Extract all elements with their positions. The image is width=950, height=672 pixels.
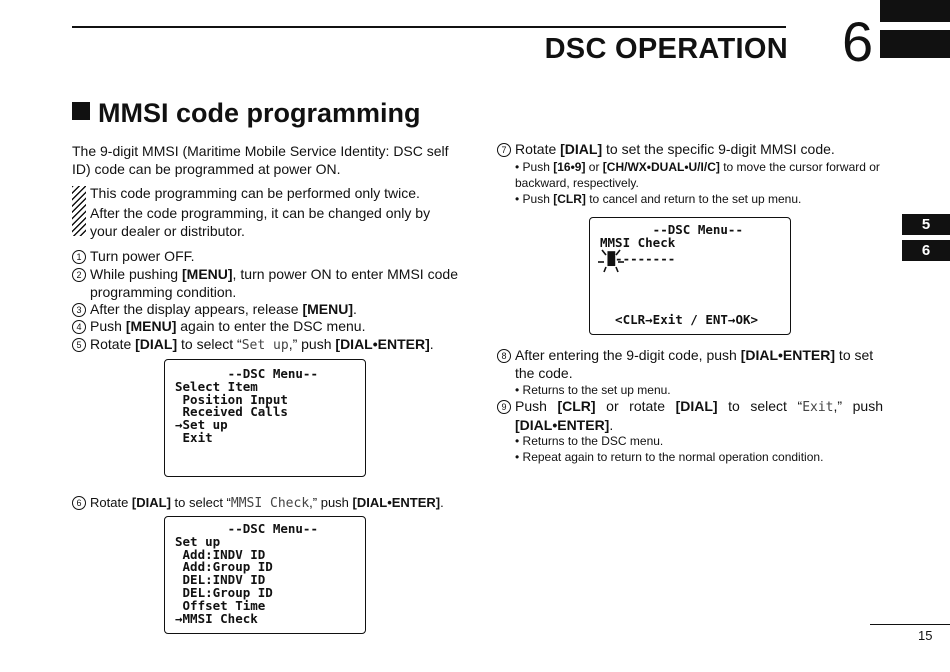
lcd-line: <CLR→Exit / ENT→OK> xyxy=(600,311,759,327)
section-title: MMSI code programming xyxy=(72,98,421,129)
step-7-text: Rotate [DIAL] to set the specific 9-digi… xyxy=(515,141,835,157)
step-9-bullet-1: • Returns to the DSC menu. xyxy=(515,434,664,448)
note-line-2: After the code programming, it can be ch… xyxy=(90,205,431,239)
lcd-line: --DSC Menu-- xyxy=(175,366,318,381)
square-bullet-icon xyxy=(72,102,90,120)
step-4-text: Push [MENU] again to enter the DSC menu. xyxy=(90,318,366,334)
lcd-line: Offset Time xyxy=(175,597,266,613)
step-number-9: 9 xyxy=(497,400,511,414)
step-number-8: 8 xyxy=(497,349,511,363)
lcd-line: Add:INDV ID xyxy=(175,546,266,562)
lcd-line: Set up xyxy=(175,533,221,549)
step-3-text: After the display appears, release [MENU… xyxy=(90,301,357,317)
key-16-9: [16•9] xyxy=(553,160,586,174)
header-block-bottom xyxy=(880,30,950,58)
header-rule xyxy=(72,26,786,28)
step-9-text: Push [CLR] or rotate [DIAL] to select “E… xyxy=(515,398,883,433)
lcd-display-set-up: --DSC Menu-- Set up Add:INDV ID Add:Grou… xyxy=(164,516,366,634)
lcd-display-mmsi-check: --DSC Menu-- MMSI Check █-------- <CLR→E… xyxy=(589,217,791,335)
lcd-line-cursor: █-------- xyxy=(600,251,676,266)
lcd-line: Position Input xyxy=(175,391,288,407)
step-8-text: After entering the 9-digit code, push [D… xyxy=(515,347,874,381)
key-clr: [CLR] xyxy=(553,192,586,206)
section-tab-5[interactable]: 5 xyxy=(902,214,950,235)
lcd-inline-mmsi-check: MMSI Check xyxy=(230,496,310,511)
lcd-line: Add:Group ID xyxy=(175,559,273,575)
lcd-line: Select Item xyxy=(175,378,258,394)
lcd-line: Received Calls xyxy=(175,404,288,420)
lcd-line: MMSI Check xyxy=(600,234,676,250)
step-9-bullet-2: • Repeat again to return to the normal o… xyxy=(515,450,824,464)
note-hatch-icon xyxy=(72,186,86,236)
intro-paragraph: The 9-digit MMSI (Maritime Mobile Servic… xyxy=(72,143,449,177)
note-line-1: This code programming can be performed o… xyxy=(90,185,420,201)
section-title-text: MMSI code programming xyxy=(98,98,421,128)
key-menu: [MENU] xyxy=(302,301,354,317)
key-dial-enter: [DIAL•ENTER] xyxy=(515,416,610,433)
step-number-1: 1 xyxy=(72,250,86,264)
key-dial-enter: [DIAL•ENTER] xyxy=(740,347,836,363)
step-number-4: 4 xyxy=(72,320,86,334)
step-2-text: While pushing [MENU], turn power ON to e… xyxy=(90,266,458,300)
lcd-inline-exit: Exit xyxy=(802,400,834,415)
step-number-5: 5 xyxy=(72,338,86,352)
step-number-6: 6 xyxy=(72,496,86,510)
lcd-line: Exit xyxy=(175,430,213,445)
lcd-line: --DSC Menu-- xyxy=(175,521,318,536)
page-number: 15 xyxy=(918,628,933,643)
step-7-bullet-2: • Push [CLR] to cancel and return to the… xyxy=(515,192,802,206)
step-number-3: 3 xyxy=(72,303,86,317)
lcd-line: --DSC Menu-- xyxy=(600,222,743,237)
step-7-bullet-1: • Push [16•9] or [CH/WX•DUAL•U/I/C] to m… xyxy=(515,160,880,190)
key-dial-enter: [DIAL•ENTER] xyxy=(352,495,441,510)
key-dial: [DIAL] xyxy=(560,141,603,157)
key-ch-wx-dual: [CH/WX•DUAL•U/I/C] xyxy=(602,160,720,174)
page-header-title: DSC OPERATION xyxy=(544,33,788,65)
lcd-line: →Set up xyxy=(175,417,228,433)
lcd-inline-set-up: Set up xyxy=(241,338,289,353)
lcd-line: DEL:INDV ID xyxy=(175,572,266,588)
section-tab-6[interactable]: 6 xyxy=(902,240,950,261)
step-number-7: 7 xyxy=(497,143,511,157)
key-menu: [MENU] xyxy=(182,266,233,282)
key-dial: [DIAL] xyxy=(135,336,178,352)
key-dial-enter: [DIAL•ENTER] xyxy=(335,336,430,352)
lcd-line: →MMSI Check xyxy=(175,610,258,626)
step-8-bullet-1: • Returns to the set up menu. xyxy=(515,383,671,397)
lcd-line: DEL:Group ID xyxy=(175,585,273,600)
step-1-text: Turn power OFF. xyxy=(90,248,195,264)
step-6-text: Rotate [DIAL] to select “MMSI Check,” pu… xyxy=(90,495,444,511)
key-menu: [MENU] xyxy=(125,318,177,334)
chapter-number: 6 xyxy=(842,10,874,73)
key-dial: [DIAL] xyxy=(675,398,718,414)
step-number-2: 2 xyxy=(72,268,86,282)
footer-rule xyxy=(870,624,950,625)
lcd-display-dsc-menu: --DSC Menu-- Select Item Position Input … xyxy=(164,359,366,477)
step-5-text: Rotate [DIAL] to select “Set up,” push [… xyxy=(90,336,434,353)
key-dial: [DIAL] xyxy=(131,495,171,510)
blink-indicator-icon xyxy=(598,249,624,273)
header-block-top xyxy=(880,0,950,22)
key-clr: [CLR] xyxy=(557,398,596,414)
